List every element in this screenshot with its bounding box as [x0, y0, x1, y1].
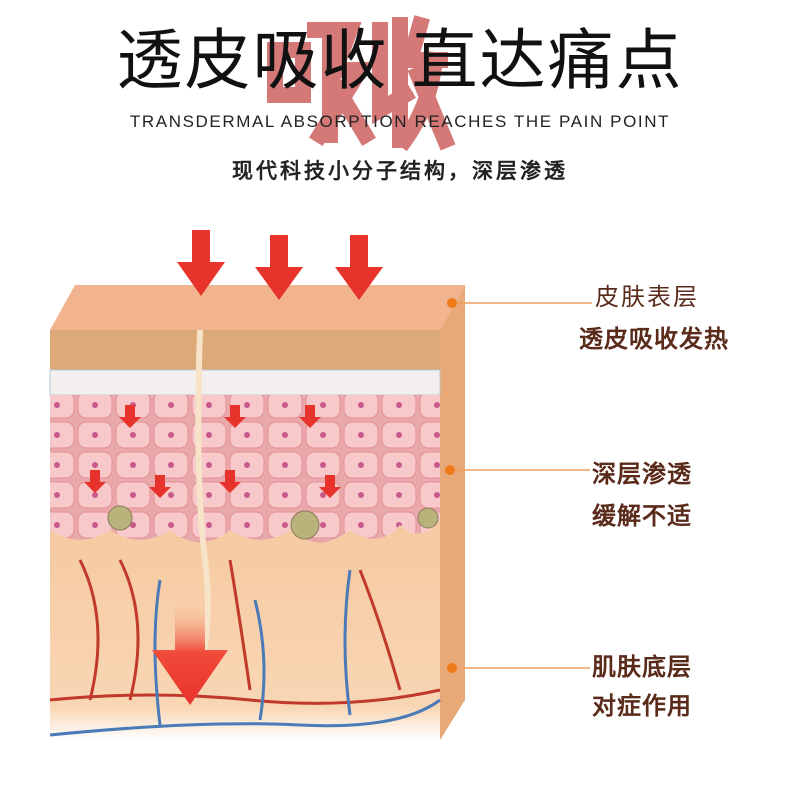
gland [417, 507, 439, 529]
down-arrow-icon [255, 235, 303, 300]
label-skin-surface-desc: 透皮吸收发热 [579, 325, 729, 353]
stratum-layer [49, 369, 441, 396]
label-deep-penetration: 深层渗透 [592, 460, 692, 488]
label-deep-penetration-desc: 缓解不适 [592, 502, 692, 530]
page-title: 透皮吸收 直达痛点 [116, 22, 684, 99]
skin-side-face [440, 285, 465, 740]
label-skin-base-desc: 对症作用 [592, 692, 692, 720]
skin-top-face [50, 285, 465, 330]
marker-dot [447, 298, 457, 308]
down-arrow-icon [177, 230, 225, 296]
veins [49, 569, 441, 737]
epidermis-layer [50, 330, 440, 370]
blood-vessels [49, 559, 441, 705]
label-skin-surface: 皮肤表层 [595, 283, 699, 311]
skin-block [49, 285, 465, 740]
label-skin-base: 肌肤底层 [592, 653, 692, 681]
marker-dot [447, 663, 457, 673]
marker-dot [445, 465, 455, 475]
label-leaders [450, 302, 592, 669]
big-penetration-arrow-icon [152, 600, 228, 705]
down-arrow-icon [335, 235, 383, 300]
subtitle: 现代科技小分子结构，深层渗透 [232, 159, 568, 183]
english-caption: TRANSDERMAL ABSORPTION REACHES THE PAIN … [129, 112, 671, 131]
dermis-layer [50, 520, 440, 740]
small-arrows [84, 405, 341, 498]
gland [107, 505, 133, 531]
gland [290, 510, 320, 540]
watermark-graphic [267, 15, 456, 152]
cell-layer [50, 395, 440, 543]
